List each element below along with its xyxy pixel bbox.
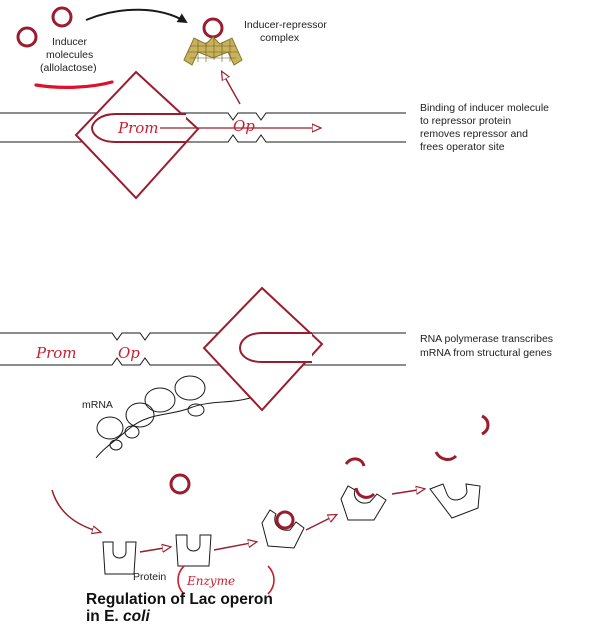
enzyme-sequence [102, 483, 481, 575]
enzyme-parentheses-right [267, 565, 275, 595]
allolactose-underline [34, 80, 114, 89]
rna-polymerase-bottom [202, 286, 324, 412]
mrna-strand [95, 375, 251, 459]
inducer-molecule [51, 6, 73, 28]
lactose-fragment [481, 414, 490, 436]
dna-strand-bottom [0, 332, 406, 366]
enzyme-shape [102, 541, 137, 575]
prom-annotation-top: Prom [117, 119, 159, 137]
enzyme-annotation: Enzyme [186, 574, 235, 588]
title-line-2-text: in E. [86, 608, 123, 625]
top-caption-2: to repressor protein [420, 115, 511, 127]
enzyme-parentheses-left [177, 565, 185, 595]
ribosome [174, 375, 206, 401]
ribosome [187, 403, 205, 417]
lactose-fragment [344, 457, 366, 467]
mrna-label: mRNA [82, 399, 113, 411]
ribosome [144, 387, 176, 413]
top-panel: Inducer molecules (allolactose) Inducer-… [0, 6, 549, 200]
bottom-caption-1: RNA polymerase transcribes [420, 333, 553, 345]
enzyme-shape [261, 509, 305, 549]
top-caption-4: frees operator site [420, 141, 505, 153]
release-arrow [222, 72, 241, 105]
complex-label-2: complex [260, 32, 300, 44]
op-annotation-top: Op [233, 117, 255, 135]
lactose-fragment [434, 451, 458, 461]
inducer-label-2: molecules [46, 49, 93, 61]
dna-strand-top [0, 112, 406, 143]
title-line-2: in E. coli [86, 608, 150, 625]
ribosome [96, 416, 124, 440]
enzyme-shape [175, 534, 212, 567]
prom-annotation-bottom: Prom [35, 344, 77, 362]
enzyme-shape [340, 485, 387, 521]
title-line-2-italic: coli [123, 608, 150, 625]
bound-lactose-fragment [354, 487, 376, 499]
bottom-caption-2: mRNA from structural genes [420, 347, 552, 359]
ribosome [124, 425, 140, 439]
inducer-repressor-complex [183, 17, 243, 66]
top-caption-3: removes repressor and [420, 128, 528, 140]
inducer-label-3: (allolactose) [40, 62, 97, 74]
op-annotation-bottom: Op [118, 344, 140, 362]
bound-lactose [275, 510, 295, 530]
rna-polymerase-top [74, 70, 200, 200]
bottom-panel: Prom Op RNA polymerase transcribes mRNA … [0, 286, 553, 595]
reaction-arrows [139, 489, 424, 552]
ribosome [109, 439, 123, 451]
translation-arrow [51, 489, 100, 532]
binding-arrow [85, 8, 188, 24]
complex-label-1: Inducer-repressor [244, 19, 327, 31]
lactose-molecule [169, 473, 191, 495]
protein-label: Protein [133, 571, 166, 583]
top-caption-1: Binding of inducer molecule [420, 102, 549, 114]
ribosome [125, 402, 155, 428]
inducer-molecule [16, 26, 38, 48]
title-line-1: Regulation of Lac operon [86, 591, 273, 608]
inducer-label-1: Inducer [52, 36, 88, 48]
enzyme-shape [429, 483, 481, 519]
diagram-title: Regulation of Lac operon in E. coli [86, 591, 273, 625]
